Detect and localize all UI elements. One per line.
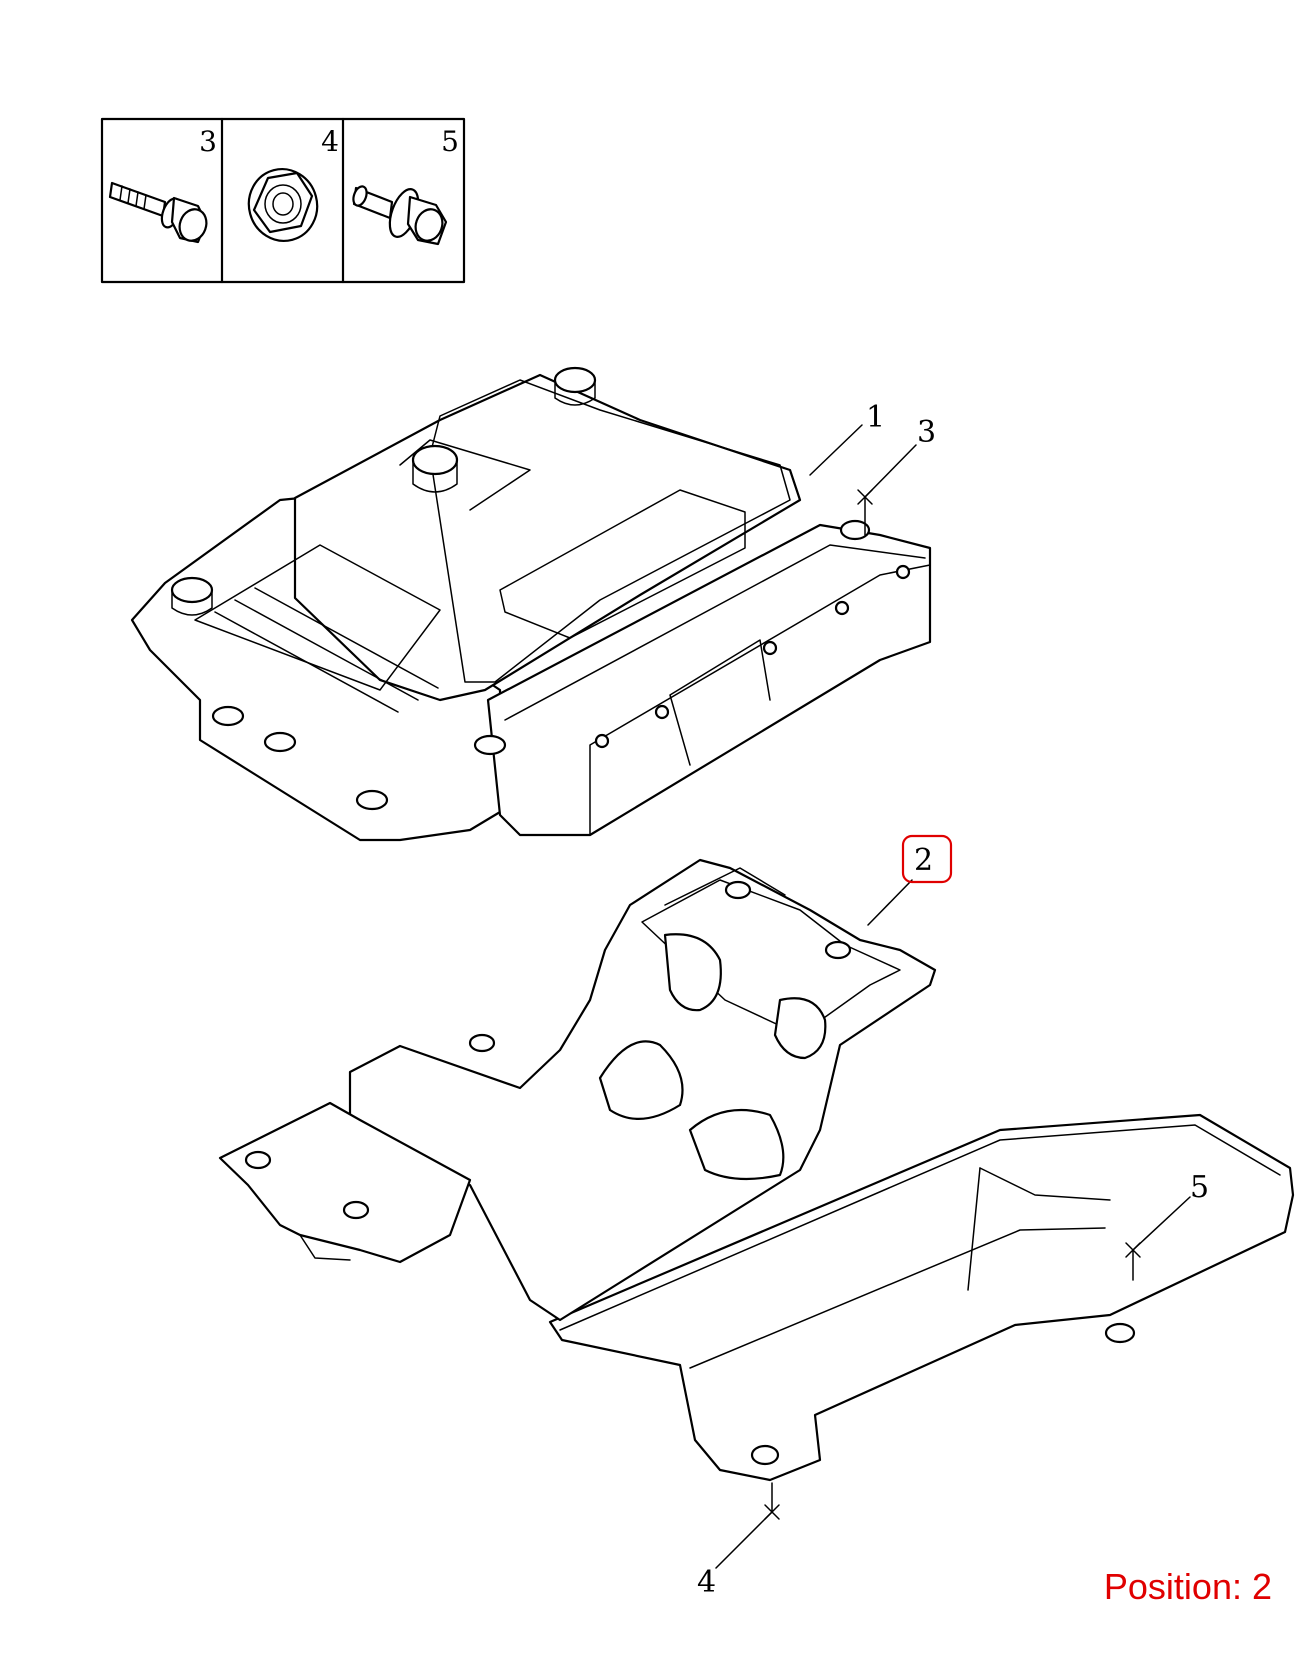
callout-4[interactable]: 4: [697, 1565, 716, 1600]
mounting-post: [553, 366, 597, 406]
inset-number-5: 5: [441, 125, 459, 158]
selection-highlight-box: [901, 834, 953, 884]
fastener-inset-table: 3 4 5: [100, 117, 466, 284]
callout-5[interactable]: 5: [1190, 1170, 1209, 1205]
mounting-post: [170, 576, 214, 616]
callout-leaders: [715, 424, 1191, 1569]
callout-2[interactable]: 2: [914, 843, 933, 878]
position-indicator: Position: 2: [1103, 1566, 1272, 1607]
breather-cap: [399, 439, 531, 511]
nut-position-marker: [764, 1504, 780, 1520]
callout-3[interactable]: 3: [917, 415, 936, 450]
inset-number-4: 4: [321, 125, 339, 158]
washer-bolt-icon: [352, 185, 448, 246]
callout-1[interactable]: 1: [866, 400, 885, 435]
bolt-position-marker: [857, 489, 873, 505]
ecu-module-drawing: [130, 366, 932, 842]
flange-nut-icon: [247, 168, 319, 242]
screw-position-marker: [1125, 1242, 1141, 1258]
callout-2-selected[interactable]: 2: [901, 834, 953, 884]
flange-bolt-icon: [108, 181, 208, 244]
inset-number-3: 3: [199, 125, 217, 158]
mounting-bracket-drawing: [218, 858, 1295, 1482]
